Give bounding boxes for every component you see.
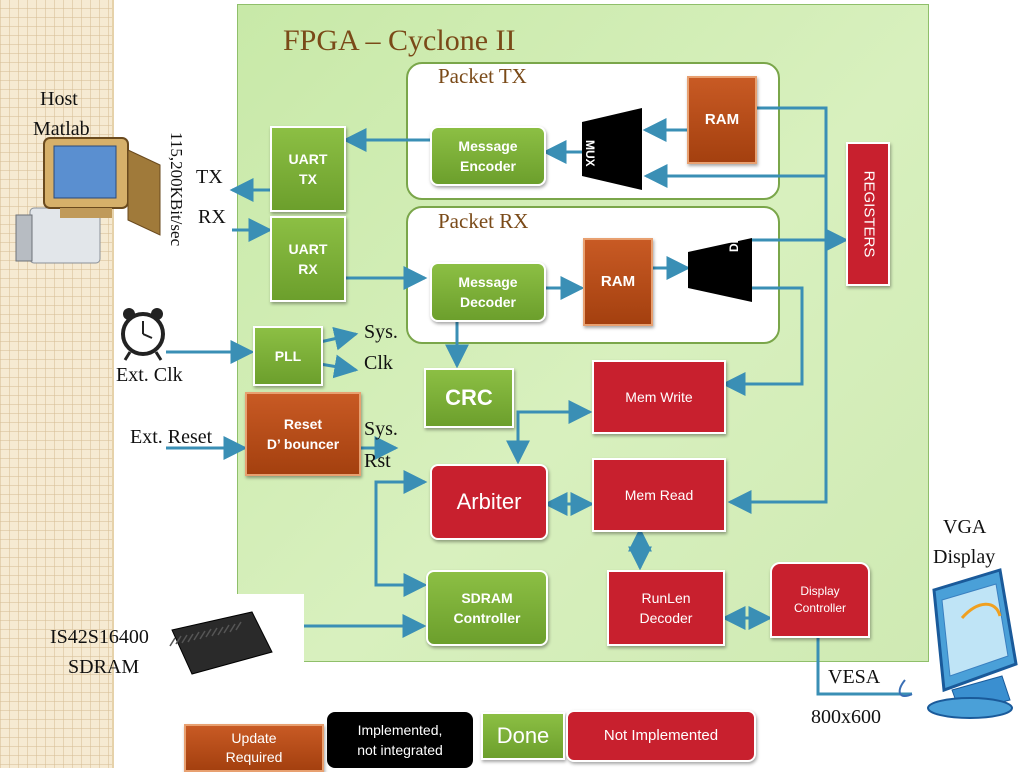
display-controller-block: Display Controller [770,562,870,638]
sdram-controller-line2: Controller [453,610,521,626]
ram-rx-block: RAM [583,238,653,326]
legend-update-line1: Update [231,730,277,746]
vga-monitor-icon [898,568,1018,719]
legend-implemented-not-integrated: Implemented, not integrated [327,712,473,768]
arbiter-block: Arbiter [430,464,548,540]
sdram-controller-line1: SDRAM [461,590,513,606]
vga-label: VGA [943,516,987,538]
uart-rx-block: UART RX [270,216,346,302]
runlen-decoder-line2: Decoder [639,610,693,626]
rx-label: RX [198,206,226,228]
sdram-controller-block: SDRAM Controller [426,570,548,646]
legend-implemented-line2: not integrated [357,742,443,758]
matlab-label: Matlab [33,118,90,140]
ext-reset-label: Ext. Reset [130,426,213,448]
runlen-decoder-block: RunLen Decoder [607,570,725,646]
dec-shape [688,238,752,302]
message-encoder-line1: Message [458,138,518,154]
resolution-label: 800x600 [811,706,881,728]
display-label: Display [933,546,996,568]
mux-label: MUX [583,140,597,167]
sys-rst-label2: Rst [364,450,391,472]
registers-label: REGISTERS [860,170,877,258]
message-decoder-block: Message Decoder [430,262,546,322]
vesa-label: VESA [828,666,881,688]
sys-clk-label2: Clk [364,352,393,374]
crc-block: CRC [424,368,514,428]
legend-done: Done [481,712,565,760]
host-label: Host [40,88,78,110]
registers-block: REGISTERS [846,142,890,286]
fpga-title: FPGA – Cyclone II [283,24,516,57]
uart-rx-line2: RX [298,261,318,277]
uart-tx-line2: TX [299,171,317,187]
message-decoder-line1: Message [458,274,518,290]
display-controller-line1: Display [800,584,840,598]
display-controller-line2: Controller [793,601,847,615]
packet-rx-label: Packet RX [438,209,529,233]
sdram-chip-icon [146,594,304,675]
message-decoder-line2: Decoder [459,294,517,310]
sdram-label: SDRAM [68,656,140,678]
baud-rate-label: 115,200KBit/sec [167,132,186,247]
sys-rst-label1: Sys. [364,418,398,440]
uart-tx-block: UART TX [270,126,346,212]
ram-tx-block: RAM [687,76,757,164]
reset-debouncer-line2: D’ bouncer [266,436,340,452]
mem-read-block: Mem Read [592,458,726,532]
mux-shape [582,108,642,190]
sys-clk-label1: Sys. [364,321,398,343]
reset-debouncer-block: Reset D’ bouncer [245,392,361,476]
alarm-clock-icon [121,308,165,361]
ext-clk-label: Ext. Clk [116,364,183,386]
message-encoder-line2: Encoder [459,158,516,174]
dec-label: DEC [727,226,741,252]
legend-update-line2: Required [225,749,283,765]
uart-tx-line1: UART [288,151,328,167]
uart-rx-line1: UART [288,241,328,257]
background-stripe [0,0,114,768]
sdram-part-label: IS42S16400 [50,626,149,648]
legend-implemented-line1: Implemented, [357,722,443,738]
legend-update-required: Update Required [184,724,324,772]
computer-icon [15,137,161,264]
mem-write-block: Mem Write [592,360,726,434]
packet-tx-label: Packet TX [438,64,527,88]
reset-debouncer-line1: Reset [283,416,323,432]
tx-label: TX [196,166,223,188]
message-encoder-block: Message Encoder [430,126,546,186]
runlen-decoder-line1: RunLen [641,590,691,606]
pll-block: PLL [253,326,323,386]
legend-not-implemented: Not Implemented [566,710,756,762]
